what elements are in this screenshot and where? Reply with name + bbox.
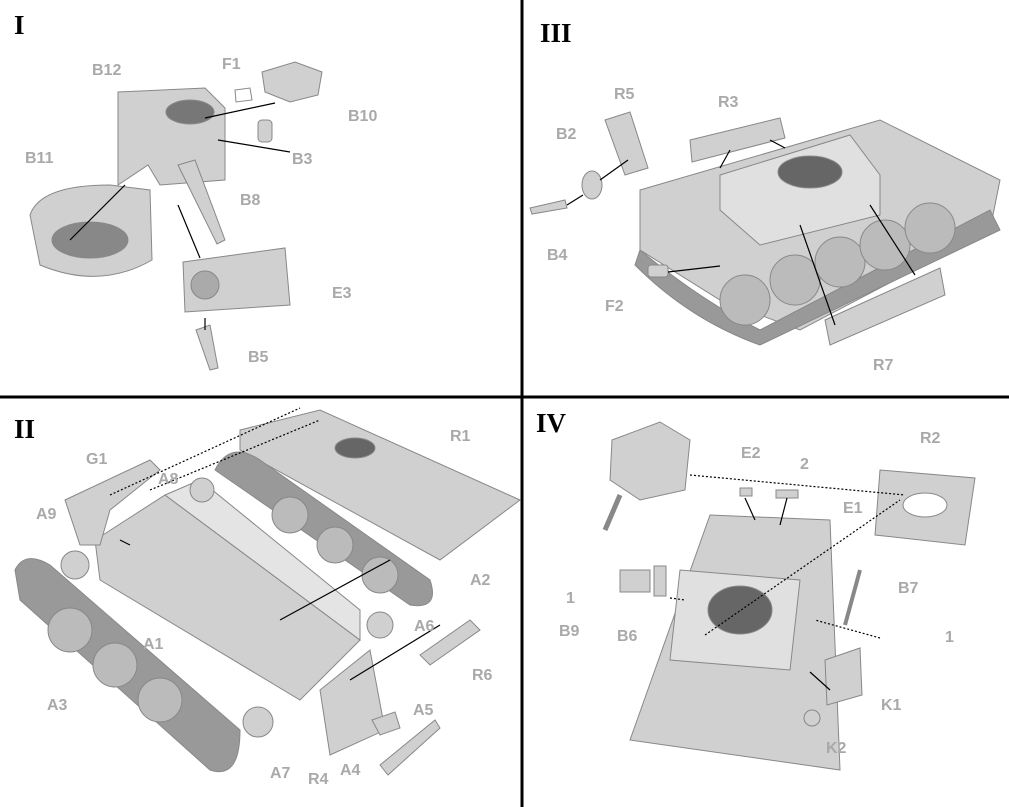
- panel-3-parts: [529, 111, 1001, 346]
- part-label: R6: [472, 667, 493, 684]
- part-label: A1: [143, 636, 164, 653]
- panel-3-leader-lines: [566, 139, 916, 326]
- part-label: A6: [414, 618, 435, 635]
- part-label: B10: [348, 108, 378, 125]
- part-label: B7: [898, 580, 919, 597]
- periscope-b3: [257, 119, 273, 143]
- part-b4: [529, 199, 568, 215]
- idler-a7: [242, 706, 274, 738]
- handle-f1: [234, 87, 253, 103]
- upper-hull-r1: [239, 409, 521, 561]
- panel-number-2: II: [14, 414, 36, 444]
- part-label: E2: [741, 445, 761, 462]
- part-label: R2: [920, 430, 941, 447]
- panel-number-3: III: [540, 18, 572, 48]
- part-label: A4: [340, 762, 361, 779]
- turret-body-b12: [117, 87, 226, 186]
- part-b9: [619, 569, 651, 593]
- part-label: A2: [470, 572, 491, 589]
- part-2: [775, 489, 799, 499]
- part-label: K1: [881, 697, 902, 714]
- panel-number-4: IV: [536, 408, 567, 438]
- turret-hatch-opening: [165, 99, 215, 125]
- part-label: A8: [158, 471, 179, 488]
- part-label: B8: [240, 192, 261, 209]
- part-label: B2: [556, 126, 577, 143]
- mg-b5: [195, 324, 219, 371]
- part-e2: [739, 487, 753, 497]
- gun-barrel-b8: [177, 159, 226, 245]
- part-label: E3: [332, 285, 352, 302]
- plate-g1: [64, 459, 161, 546]
- part-label: B3: [292, 151, 313, 168]
- box-k1: [824, 647, 863, 706]
- part-label: A3: [47, 697, 68, 714]
- panel-4-parts: [602, 421, 976, 771]
- part-label: 2: [800, 456, 809, 473]
- lower-hull-a1: [94, 494, 361, 701]
- cupola-b10: [261, 61, 323, 103]
- part-label: F2: [605, 298, 624, 315]
- part-label: K2: [826, 740, 847, 757]
- part-label: R4: [308, 771, 329, 788]
- plate-r3: [689, 117, 786, 163]
- part-label: B5: [248, 349, 269, 366]
- idler-a6: [366, 611, 394, 639]
- panel-2-parts: [14, 409, 521, 776]
- part-label: F1: [222, 56, 241, 73]
- part-label: R1: [450, 428, 471, 445]
- panel-1-leader-lines: [69, 102, 291, 330]
- part-label: G1: [86, 451, 108, 468]
- part-label: 1: [945, 629, 954, 646]
- part-label: B9: [559, 623, 580, 640]
- part-label: B6: [617, 628, 638, 645]
- part-a4: [379, 719, 441, 776]
- part-label: E1: [843, 500, 863, 517]
- part-label: A9: [36, 506, 57, 523]
- turret-assembled: [609, 421, 691, 501]
- part-label: R5: [614, 86, 635, 103]
- panel-number-1: I: [14, 10, 25, 40]
- panel-1-parts: [29, 61, 323, 371]
- part-label: B12: [92, 62, 122, 79]
- part-a5: [371, 711, 401, 736]
- part-f2: [647, 264, 669, 278]
- part-label: A5: [413, 702, 434, 719]
- panel-2-leader-lines: [109, 407, 441, 681]
- part-label: B4: [547, 247, 568, 264]
- part-b6: [653, 565, 667, 597]
- muffler-r6: [419, 619, 481, 666]
- sprocket-a8: [189, 477, 215, 503]
- part-label: R3: [718, 94, 739, 111]
- plate-r5: [604, 111, 649, 176]
- part-label: A7: [270, 765, 291, 782]
- part-b2: [581, 170, 603, 200]
- part-label: 1: [566, 590, 575, 607]
- plate-r7: [824, 267, 946, 346]
- part-label: R7: [873, 357, 894, 374]
- part-label: B11: [25, 150, 54, 167]
- sprocket-a9: [60, 550, 90, 580]
- panel-4-leader-lines: [669, 474, 906, 691]
- part-b7: [843, 569, 862, 626]
- part-k2: [803, 709, 821, 727]
